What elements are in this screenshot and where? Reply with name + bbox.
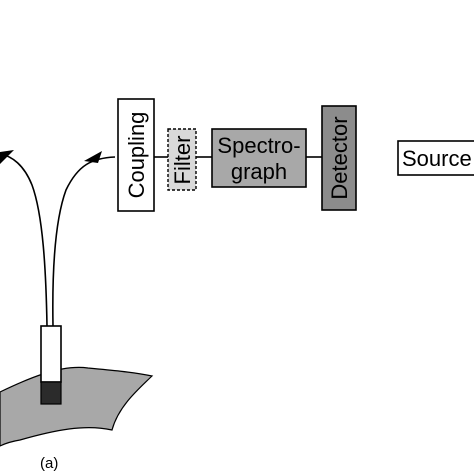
spectrograph-label-line1: Spectro- — [217, 133, 300, 158]
coupling-label: Coupling — [124, 112, 149, 199]
detector-label: Detector — [327, 116, 352, 199]
collection-fiber — [52, 156, 116, 327]
probe-body — [40, 325, 62, 383]
excitation-fiber — [0, 153, 48, 327]
collection-fiber-arrow-icon — [84, 151, 102, 163]
detector-block — [321, 105, 357, 211]
source-block — [397, 140, 474, 176]
sample-surface — [0, 366, 154, 447]
spectrograph-block — [211, 128, 307, 188]
probe-tip — [40, 381, 62, 405]
filter-block — [167, 128, 197, 191]
coupling-block — [117, 98, 155, 212]
filter-label: Filter — [170, 136, 195, 185]
figure-caption: (a) — [40, 455, 58, 472]
source-label: Source — [402, 146, 472, 171]
excitation-fiber-arrow-icon — [0, 150, 14, 164]
spectrograph-label-line2: graph — [231, 159, 287, 184]
